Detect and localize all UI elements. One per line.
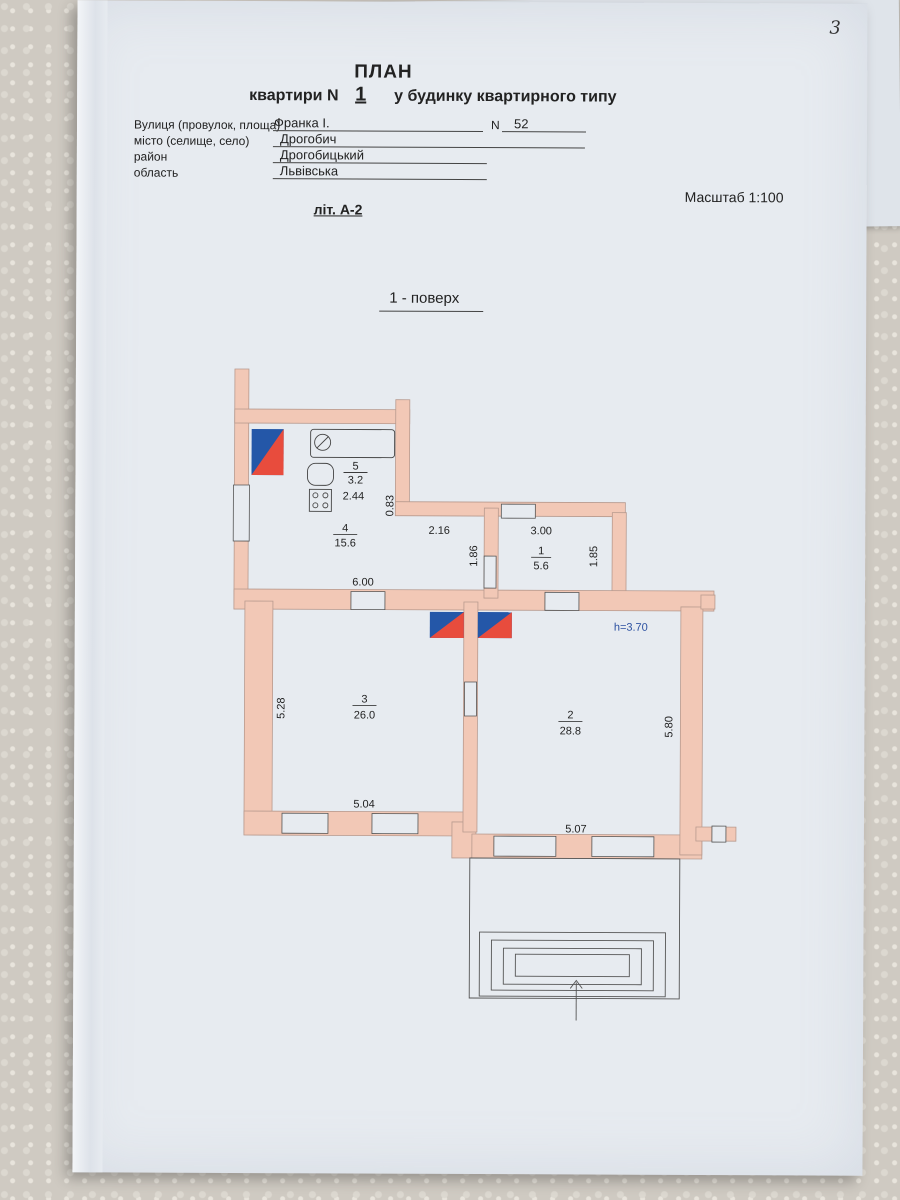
porch-stairs: [468, 857, 681, 1021]
room-3-area: 26.0: [354, 709, 375, 721]
room-4-number: 4: [342, 522, 348, 534]
dim-3-00: 3.00: [531, 525, 552, 537]
sanitary-fixtures: [307, 428, 396, 512]
room-4-area: 15.6: [334, 537, 355, 549]
dim-1-86: 1.86: [468, 545, 480, 566]
dim-6-00: 6.00: [352, 576, 373, 588]
room-5-number: 5: [352, 460, 358, 472]
boiler: [314, 433, 332, 451]
room-5-area: 3.2: [348, 474, 363, 486]
dim-5-07: 5.07: [565, 823, 586, 835]
dim-0-83: 0.83: [384, 495, 396, 516]
bathtub: [310, 428, 396, 459]
room-1-area: 5.6: [533, 560, 548, 572]
dim-2-44: 2.44: [343, 490, 364, 502]
room-2-number: 2: [567, 709, 573, 721]
room-2-area: 28.8: [560, 725, 581, 737]
windows: [232, 484, 727, 858]
dim-5-04: 5.04: [353, 798, 374, 810]
plan-sheet: 3 ПЛАН квартири N 1 у будинку квартирног…: [72, 0, 868, 1176]
dim-5-80: 5.80: [663, 716, 675, 737]
room-1-number: 1: [538, 545, 544, 557]
ventilation-ducts: [251, 429, 512, 639]
room-3-number: 3: [361, 694, 367, 706]
dim-1-85: 1.85: [588, 546, 600, 567]
floor-plan-drawing: 5 3.2 4 15.6 1 5.6 3 26.0 2 28.8 2.44 0.…: [232, 368, 737, 1021]
dim-5-28: 5.28: [275, 697, 287, 718]
height-note: h=3.70: [614, 622, 648, 634]
toilet: [307, 462, 334, 486]
dim-2-16: 2.16: [429, 525, 450, 537]
stove: [308, 488, 332, 512]
